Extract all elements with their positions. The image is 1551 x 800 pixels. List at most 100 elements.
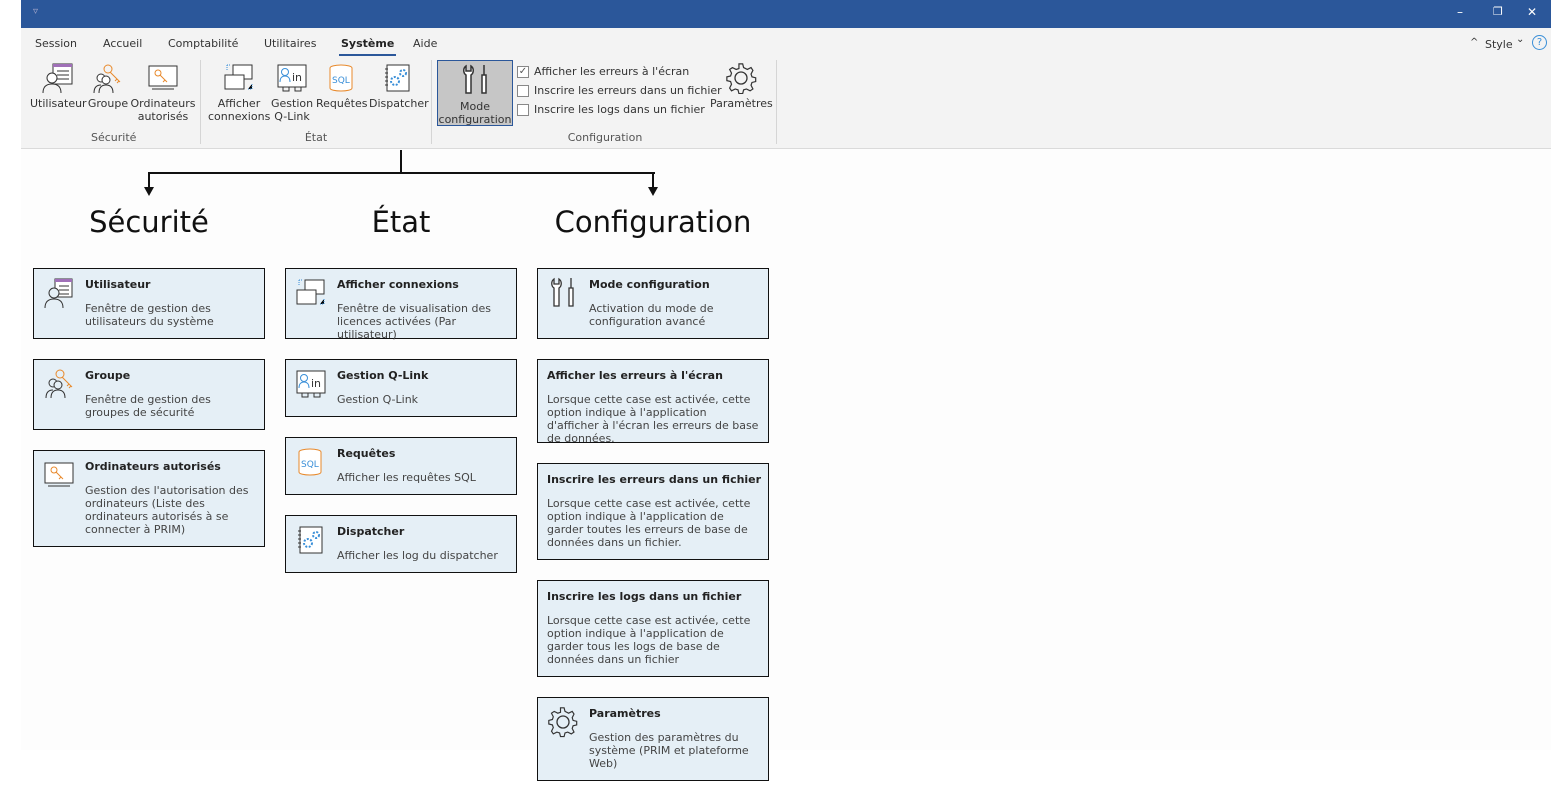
card-groupe[interactable]: Groupe Fenêtre de gestion des groupes de…	[33, 359, 265, 430]
tab-session[interactable]: Session	[35, 37, 77, 50]
checkbox-label: Afficher les erreurs à l'écran	[534, 65, 690, 78]
tab-systeme[interactable]: Système	[338, 37, 397, 56]
checkbox-unchecked[interactable]	[517, 84, 529, 97]
connections-icon	[296, 279, 325, 305]
ribbon-mode-configuration-button[interactable]: Mode configuration	[437, 60, 513, 126]
heading-configuration: Configuration	[554, 205, 752, 239]
ribbon-gestion-qlink-button[interactable]: in Gestion Q-Link	[271, 62, 313, 123]
tree-connector	[148, 172, 655, 174]
heading-securite: Sécurité	[89, 205, 209, 239]
ribbon-groupe-button[interactable]: Groupe	[87, 62, 129, 110]
ribbon-utilisateur-button[interactable]: Utilisateur	[30, 62, 87, 110]
gear-icon	[548, 707, 578, 738]
wrench-screwdriver-icon	[463, 64, 487, 94]
sql-database-icon: SQL	[329, 64, 353, 92]
card-parametres[interactable]: Paramètres Gestion des paramètres du sys…	[537, 697, 769, 781]
chevron-down-icon[interactable]: ⌄	[1516, 34, 1525, 45]
style-menu[interactable]: Style	[1485, 38, 1513, 51]
dispatcher-gears-icon	[385, 64, 410, 92]
card-dispatcher[interactable]: Dispatcher Afficher les log du dispatche…	[285, 515, 517, 573]
card-description: Lorsque cette case est activée, cette op…	[547, 393, 759, 445]
checkbox-afficher-erreurs[interactable]: ✓ Afficher les erreurs à l'écran	[517, 65, 689, 78]
group-key-icon	[93, 64, 121, 94]
ribbon-parametres-label: Paramètres	[710, 97, 773, 110]
svg-text:SQL: SQL	[301, 460, 319, 470]
collapse-ribbon-icon[interactable]: ^	[1470, 37, 1479, 48]
card-mode-configuration[interactable]: Mode configuration Activation du mode de…	[537, 268, 769, 339]
ribbon-utilisateur-label: Utilisateur	[30, 97, 87, 110]
card-description: Lorsque cette case est activée, cette op…	[547, 614, 751, 666]
card-requetes[interactable]: SQL Requêtes Afficher les requêtes SQL	[285, 437, 517, 495]
card-utilisateur[interactable]: Utilisateur Fenêtre de gestion des utili…	[33, 268, 265, 339]
sql-database-icon: SQL	[298, 448, 322, 476]
dispatcher-gears-icon	[298, 526, 323, 554]
qlink-icon: in	[296, 370, 326, 398]
card-title: Dispatcher	[337, 525, 405, 538]
checkbox-label: Inscrire les logs dans un fichier	[534, 103, 705, 116]
ribbon-gestion-qlink-label: Gestion Q-Link	[271, 97, 314, 123]
tab-comptabilite[interactable]: Comptabilité	[168, 37, 239, 50]
card-description: Gestion Q-Link	[337, 393, 419, 406]
card-inscrire-logs[interactable]: Inscrire les logs dans un fichier Lorsqu…	[537, 580, 769, 677]
card-gestion-qlink[interactable]: in Gestion Q-Link Gestion Q-Link	[285, 359, 517, 417]
tab-aide[interactable]: Aide	[413, 37, 438, 50]
tree-connector	[400, 150, 402, 174]
card-title: Afficher les erreurs à l'écran	[547, 369, 723, 382]
card-afficher-connexions[interactable]: Afficher connexions Fenêtre de visualisa…	[285, 268, 517, 341]
ribbon-separator	[776, 60, 777, 144]
card-description: Activation du mode de configuration avan…	[589, 302, 714, 328]
tree-connector	[652, 172, 654, 188]
card-title: Inscrire les erreurs dans un fichier	[547, 473, 762, 486]
card-title: Paramètres	[589, 707, 661, 720]
svg-text:in: in	[311, 377, 321, 390]
checkbox-unchecked[interactable]	[517, 103, 529, 116]
computer-key-icon	[44, 462, 74, 487]
close-button[interactable]: ✕	[1527, 5, 1538, 19]
ribbon-groupe-label: Groupe	[87, 97, 129, 110]
connections-icon	[224, 64, 253, 90]
card-title: Inscrire les logs dans un fichier	[547, 590, 742, 603]
ribbon-mode-configuration-label: Mode configuration	[438, 100, 512, 126]
arrow-down-icon	[144, 187, 154, 196]
ribbon-requetes-button[interactable]: SQL Requêtes	[316, 62, 368, 110]
heading-etat: État	[371, 205, 431, 239]
minimize-button[interactable]: –	[1457, 5, 1463, 19]
card-description: Afficher les log du dispatcher	[337, 549, 498, 562]
checkbox-inscrire-erreurs[interactable]: Inscrire les erreurs dans un fichier	[517, 84, 722, 97]
title-bar: ▿ – ❐ ✕	[21, 0, 1551, 28]
tab-accueil[interactable]: Accueil	[103, 37, 143, 50]
card-inscrire-erreurs[interactable]: Inscrire les erreurs dans un fichier Lor…	[537, 463, 769, 560]
tab-utilitaires[interactable]: Utilitaires	[264, 37, 317, 50]
ribbon-requetes-label: Requêtes	[316, 97, 368, 110]
card-afficher-erreurs[interactable]: Afficher les erreurs à l'écran Lorsque c…	[537, 359, 769, 445]
card-description: Fenêtre de gestion des utilisateurs du s…	[85, 302, 214, 328]
svg-text:in: in	[292, 71, 302, 84]
group-key-icon	[45, 369, 73, 399]
card-description: Fenêtre de visualisation des licences ac…	[337, 302, 491, 341]
group-label-etat: État	[304, 131, 328, 144]
quick-access-icon[interactable]: ▿	[33, 6, 39, 17]
ribbon-parametres-button[interactable]: Paramètres	[710, 62, 773, 110]
card-ordinateurs-autorises[interactable]: Ordinateurs autorisés Gestion des l'auto…	[33, 450, 265, 547]
card-description: Lorsque cette case est activée, cette op…	[547, 497, 751, 549]
group-label-securite: Sécurité	[91, 131, 137, 144]
svg-text:SQL: SQL	[332, 76, 350, 86]
qlink-icon: in	[277, 64, 307, 92]
checkbox-inscrire-logs[interactable]: Inscrire les logs dans un fichier	[517, 103, 705, 116]
ribbon-separator	[200, 60, 201, 144]
checkbox-label: Inscrire les erreurs dans un fichier	[534, 84, 722, 97]
card-description: Fenêtre de gestion des groupes de sécuri…	[85, 393, 211, 419]
ribbon-afficher-connexions-button[interactable]: Afficher connexions	[208, 62, 270, 123]
checkbox-checked[interactable]: ✓	[517, 65, 529, 78]
ribbon-ordinateurs-button[interactable]: Ordinateurs autorisés	[130, 62, 196, 123]
card-description: Gestion des l'autorisation des ordinateu…	[85, 484, 249, 536]
arrow-down-icon	[648, 187, 658, 196]
card-title: Requêtes	[337, 447, 396, 460]
wrench-screwdriver-icon	[551, 277, 574, 307]
ribbon-afficher-connexions-label: Afficher connexions	[208, 97, 271, 123]
gear-icon	[726, 63, 757, 94]
tree-connector	[148, 172, 150, 188]
restore-button[interactable]: ❐	[1493, 5, 1503, 18]
help-icon[interactable]: ?	[1532, 35, 1547, 50]
ribbon-dispatcher-button[interactable]: Dispatcher	[369, 62, 429, 110]
